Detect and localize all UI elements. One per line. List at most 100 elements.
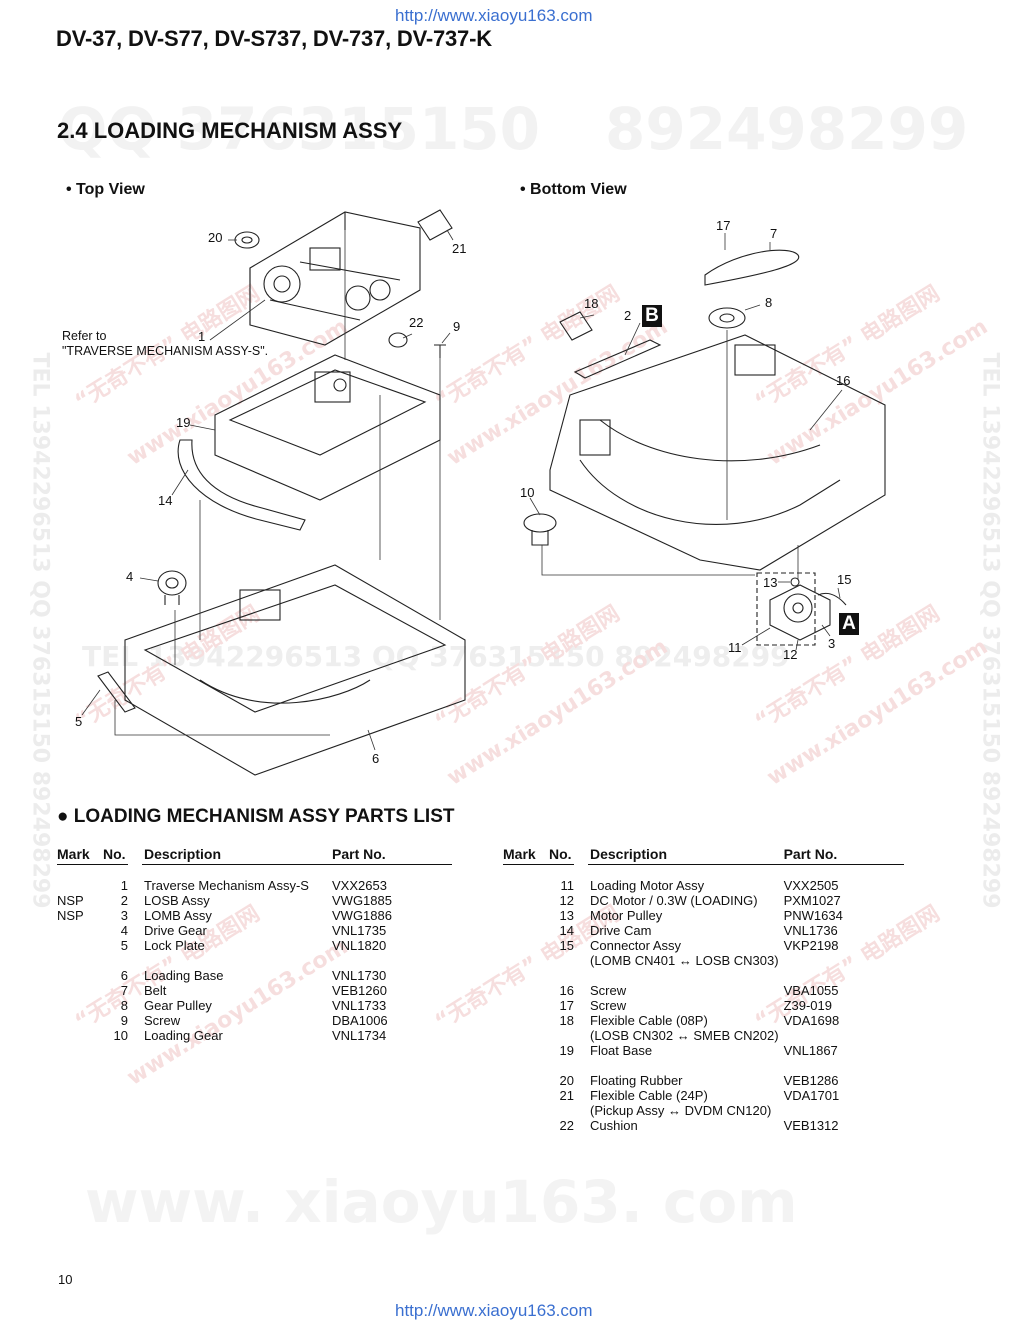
cell-no: 17	[559, 998, 574, 1013]
watermark-qq: QQ 376315150	[58, 95, 541, 163]
cell-no	[549, 968, 574, 983]
cell-description: Float Base	[590, 1043, 653, 1058]
col-mark: Mark	[57, 845, 103, 865]
url-top[interactable]: http://www.xiaoyu163.com	[395, 6, 593, 25]
cell-no: 9	[120, 1013, 128, 1028]
cell-mark	[503, 878, 549, 893]
cell-part-no: VNL1867	[783, 1043, 838, 1058]
cell-part-no: VDA1698	[783, 1013, 840, 1028]
cell-part-no: VXX2653	[332, 878, 387, 893]
cell-part-no: VNL1733	[332, 998, 387, 1013]
cell-description: Loading Gear	[144, 1028, 223, 1043]
cell-part-no: VXX2505	[783, 878, 839, 893]
callout-9: 9	[453, 319, 461, 334]
table-row: 18 Flexible Cable (08P) VDA1698	[503, 1013, 904, 1028]
cell-part-no: VNL1820	[332, 938, 387, 953]
cell-description	[588, 1058, 779, 1073]
cell-part-no	[779, 1058, 904, 1073]
exploded-diagram	[81, 209, 886, 776]
cell-description: Traverse Mechanism Assy-S	[144, 878, 309, 893]
cell-mark	[57, 953, 103, 968]
cell-description: Cushion	[590, 1118, 638, 1133]
cell-no: 10	[113, 1028, 128, 1043]
callout-2: 2	[624, 308, 632, 323]
cell-description	[142, 953, 327, 968]
callout-6: 6	[372, 751, 380, 766]
cell-description: Lock Plate	[144, 938, 205, 953]
callout-11: 11	[728, 640, 742, 655]
top-view-label: • Top View	[66, 181, 145, 198]
table-row: 21 Flexible Cable (24P) VDA1701	[503, 1088, 904, 1103]
cell-part-no: VNL1730	[332, 968, 387, 983]
cell-no: 18	[559, 1013, 574, 1028]
cell-part-no: VNL1734	[332, 1028, 387, 1043]
cell-part-no: Z39-019	[783, 998, 832, 1013]
url-bottom[interactable]: http://www.xiaoyu163.com	[395, 1301, 593, 1320]
loading-motor-drawing	[769, 577, 847, 641]
cell-mark: NSP	[57, 893, 84, 908]
cell-description: Flexible Cable (24P)	[590, 1088, 708, 1103]
cell-no: 7	[120, 983, 128, 998]
cell-part-no: VKP2198	[783, 938, 839, 953]
cell-description: Screw	[590, 998, 627, 1013]
cell-description: LOMB Assy	[144, 908, 212, 923]
cell-part-no	[327, 953, 452, 968]
table-row: 17 Screw Z39-019	[503, 998, 904, 1013]
cell-part-no: VNL1736	[783, 923, 838, 938]
cell-no: 20	[559, 1073, 574, 1088]
refer-line-2: "TRAVERSE MECHANISM ASSY-S".	[62, 344, 269, 358]
cell-no	[549, 953, 574, 968]
cell-no	[103, 953, 128, 968]
table-row: (LOSB CN302 ↔ SMEB CN202)	[503, 1028, 904, 1043]
cell-part-no	[779, 1103, 904, 1118]
table-row: (LOMB CN401 ↔ LOSB CN303)	[503, 953, 904, 968]
cell-mark	[503, 1088, 549, 1103]
cell-mark	[57, 968, 103, 983]
cell-mark	[503, 908, 549, 923]
cell-mark	[503, 1103, 549, 1118]
callout-3: 3	[828, 636, 836, 651]
cell-mark	[503, 893, 549, 908]
loading-base-top-drawing	[124, 564, 466, 776]
callout-18: 18	[584, 296, 599, 311]
callout-22: 22	[409, 315, 424, 330]
col-part-no: Part No.	[327, 845, 452, 865]
watermark-www: www. xiaoyu163. com	[85, 1168, 798, 1236]
cell-part-no: VDA1701	[783, 1088, 840, 1103]
cell-part-no	[779, 1028, 904, 1043]
cell-mark	[57, 923, 103, 938]
cell-no: 3	[120, 908, 128, 923]
col-part-no: Part No.	[778, 845, 904, 865]
cell-description: Loading Motor Assy	[590, 878, 705, 893]
cell-description: Flexible Cable (08P)	[590, 1013, 708, 1028]
cell-description: Floating Rubber	[590, 1073, 683, 1088]
table-row	[503, 968, 904, 983]
cell-no: 21	[559, 1088, 574, 1103]
cell-description: Screw	[590, 983, 627, 998]
cell-description: Loading Base	[144, 968, 224, 983]
col-no: No.	[549, 845, 574, 865]
cell-part-no: VBA1055	[783, 983, 839, 998]
cell-description	[588, 968, 779, 983]
cell-no	[549, 1028, 574, 1043]
col-no: No.	[103, 845, 128, 865]
cell-description: Connector Assy	[590, 938, 682, 953]
cell-description: (Pickup Assy ↔ DVDM CN120)	[590, 1103, 772, 1118]
cell-mark	[503, 1013, 549, 1028]
cell-description: Screw	[144, 1013, 181, 1028]
refer-note: Refer to "TRAVERSE MECHANISM ASSY-S".	[62, 329, 268, 359]
col-description: Description	[142, 845, 327, 865]
cell-mark	[503, 1043, 549, 1058]
cell-mark	[503, 923, 549, 938]
cell-mark	[57, 1028, 103, 1043]
